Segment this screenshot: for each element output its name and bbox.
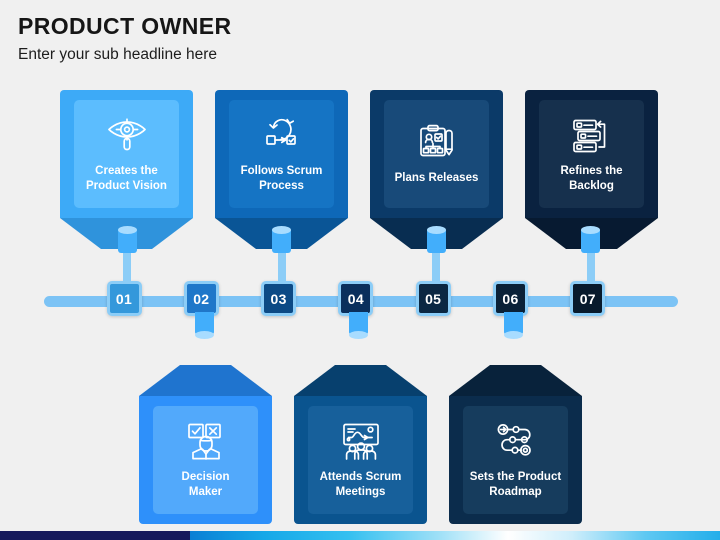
card-tail <box>139 365 272 396</box>
footer-left-block <box>0 531 190 540</box>
card-connector-stem <box>123 253 131 281</box>
card-body: Refines the Backlog <box>525 90 658 218</box>
card-label: Sets the Product Roadmap <box>469 471 562 498</box>
card-label: Attends Scrum Meetings <box>319 471 402 498</box>
top-card-2[interactable]: Follows Scrum Process <box>215 90 348 249</box>
timeline-step-04[interactable]: 04 <box>338 281 374 316</box>
timeline-step-05[interactable]: 05 <box>415 281 451 316</box>
card-inner-panel: Attends Scrum Meetings <box>308 406 413 514</box>
card-connector-knob <box>504 308 523 339</box>
bottom-card-1[interactable]: Decision Maker <box>139 365 272 524</box>
card-label: Creates the Product Vision <box>86 165 167 192</box>
card-inner-panel: Follows Scrum Process <box>229 100 334 208</box>
card-label: Plans Releases <box>394 172 479 185</box>
card-connector-knob <box>426 226 446 253</box>
timeline-step-number: 06 <box>502 290 519 307</box>
timeline-step-number: 07 <box>579 290 596 307</box>
meeting-people-board-icon <box>337 421 385 463</box>
card-inner-panel: Creates the Product Vision <box>74 100 179 208</box>
card-body: Follows Scrum Process <box>215 90 348 218</box>
vision-eye-target-icon <box>103 115 151 157</box>
timeline-step-06[interactable]: 06 <box>493 281 528 316</box>
timeline-step-number: 02 <box>193 290 210 307</box>
card-label: Refines the Backlog <box>560 165 623 192</box>
clipboard-pen-icon <box>413 122 461 164</box>
page-subtitle: Enter your sub headline here <box>18 46 218 64</box>
card-body: Decision Maker <box>139 396 272 524</box>
roadmap-path-nodes-icon <box>492 421 540 463</box>
top-card-4[interactable]: Refines the Backlog <box>525 90 658 249</box>
timeline-step-number: 05 <box>425 290 442 307</box>
top-card-3[interactable]: Plans Releases <box>370 90 503 249</box>
footer-gradient-block <box>190 531 720 540</box>
card-tail <box>294 365 427 396</box>
card-label: Follows Scrum Process <box>240 165 323 192</box>
backlog-list-refresh-icon <box>568 115 616 157</box>
card-inner-panel: Decision Maker <box>153 406 258 514</box>
header: PRODUCT OWNER Enter your sub headline he… <box>18 13 232 64</box>
page-title: PRODUCT OWNER <box>18 13 232 39</box>
card-label: Decision Maker <box>181 471 230 498</box>
card-connector-knob <box>581 226 601 253</box>
top-card-1[interactable]: Creates the Product Vision <box>60 90 193 249</box>
bottom-card-2[interactable]: Attends Scrum Meetings <box>294 365 427 524</box>
card-connector-knob <box>349 308 369 339</box>
card-body: Attends Scrum Meetings <box>294 396 427 524</box>
timeline-step-07[interactable]: 07 <box>570 281 606 316</box>
card-body: Creates the Product Vision <box>60 90 193 218</box>
card-connector-knob <box>272 226 292 253</box>
bottom-card-3[interactable]: Sets the Product Roadmap <box>449 365 582 524</box>
decision-person-checkcross-icon <box>182 421 230 463</box>
card-inner-panel: Plans Releases <box>384 100 489 208</box>
card-inner-panel: Refines the Backlog <box>539 100 644 208</box>
timeline-step-number: 03 <box>270 290 287 307</box>
card-tail <box>449 365 582 396</box>
timeline-step-03[interactable]: 03 <box>261 281 297 316</box>
card-connector-knob <box>194 308 214 339</box>
timeline-step-01[interactable]: 01 <box>106 281 142 316</box>
scrum-cycle-arrow-icon <box>258 115 306 157</box>
timeline-step-number: 04 <box>347 290 364 307</box>
card-inner-panel: Sets the Product Roadmap <box>463 406 568 514</box>
card-body: Plans Releases <box>370 90 503 218</box>
timeline-step-number: 01 <box>115 290 133 307</box>
card-connector-stem <box>432 253 441 281</box>
card-connector-stem <box>277 253 286 281</box>
card-body: Sets the Product Roadmap <box>449 396 582 524</box>
card-connector-stem <box>586 253 595 281</box>
footer-bar <box>0 531 720 540</box>
card-connector-knob <box>117 226 137 253</box>
